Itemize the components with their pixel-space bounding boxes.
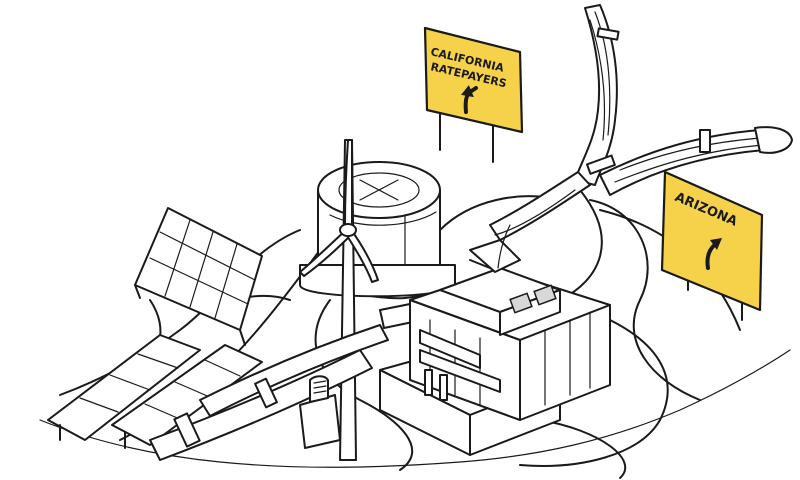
arizona-sign: ARIZONA: [660, 170, 764, 321]
solar-panel-large: [134, 207, 263, 346]
power-plant: [379, 224, 611, 456]
california-sign-board: [423, 26, 524, 134]
solar-panel-left: [47, 334, 201, 441]
transformer: [299, 375, 341, 449]
curved-arrow-up-icon: [461, 85, 478, 114]
california-ratepayers-sign: CALIFORNIA RATEPAYERS: [423, 26, 524, 163]
solar-panel-right: [111, 344, 263, 449]
curved-arrow-up-right-icon: [705, 238, 722, 270]
cable-bundle: [489, 4, 793, 241]
